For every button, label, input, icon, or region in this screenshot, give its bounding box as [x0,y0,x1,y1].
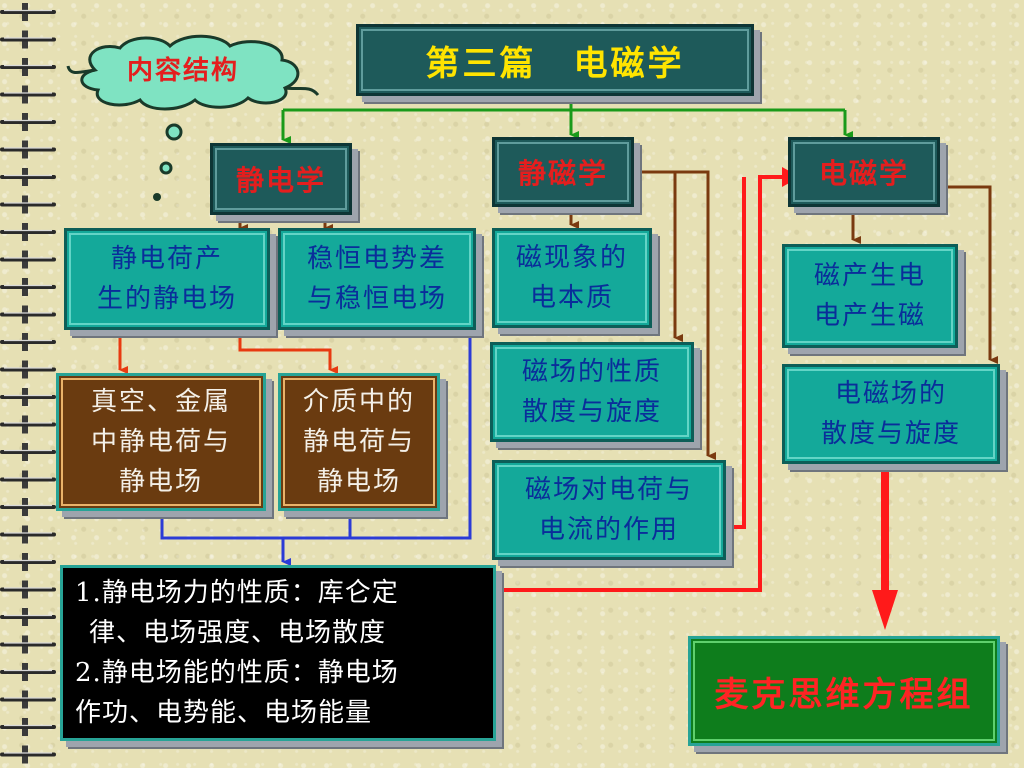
node-dielectric: 介质中的 静电荷与 静电场 [278,373,440,511]
cloud-left-tail [66,65,96,74]
binding-ring [0,305,56,324]
binding-ring [0,140,56,159]
green-branch-lines [281,95,853,144]
bubble-medium [159,161,173,175]
binding-ring [0,168,56,186]
branch-magnetostatics: 静磁学 [492,137,634,207]
node-magnetic-properties: 磁场的性质 散度与旋度 [490,342,694,442]
binding-ring [0,85,56,104]
binding-ring [0,635,56,654]
node-em-field: 电磁场的 散度与旋度 [782,364,1000,464]
maxwell-equations-text: 麦克思维方程组 [714,674,974,715]
binding-ring [0,360,56,379]
red-thin-lines [118,335,338,374]
binding-ring [0,195,56,214]
binding-ring [0,388,56,406]
node-magnetic-essence: 磁现象的 电本质 [492,228,652,328]
binding-ring [0,745,56,764]
binding-ring [0,415,56,434]
binding-ring [0,58,56,76]
binding-ring [0,608,56,626]
node-magnetic-force: 磁场对电荷与 电流的作用 [492,460,726,560]
node-vacuum-metal: 真空、金属 中静电荷与 静电场 [56,373,266,511]
binding-ring [0,113,56,131]
summary-box: 1.静电场力的性质：库仑定 律、电场强度、电场散度 2.静电场能的性质：静电场 … [60,565,496,741]
binding-ring [0,470,56,489]
maxwell-equations-box: 麦克思维方程组 [688,636,1000,746]
binding-ring [0,443,56,461]
title-box: 第三篇 电磁学 [356,24,754,96]
spiral-binding [0,3,56,764]
binding-ring [0,498,56,516]
binding-ring [0,580,56,599]
binding-ring [0,690,56,709]
binding-ring [0,250,56,269]
branch-electrostatics: 静电学 [210,143,352,215]
binding-ring [0,223,56,241]
binding-ring [0,278,56,296]
binding-ring [0,333,56,351]
node-mutual-induction: 磁产生电 电产生磁 [782,244,958,348]
cloud-right-tail [284,86,320,97]
node-steady-potential: 稳恒电势差 与稳恒电场 [278,228,476,330]
arrow-head-to-maxwell [872,590,898,630]
binding-ring [0,553,56,571]
bubble-small [153,193,161,201]
binding-ring [0,663,56,681]
binding-ring [0,718,56,736]
binding-ring [0,30,56,49]
binding-ring [0,3,56,21]
binding-ring [0,525,56,544]
title-text: 第三篇 电磁学 [425,43,685,84]
content-structure-label: 内容结构 [126,56,239,86]
branch-electromagnetism: 电磁学 [788,137,940,207]
bubble-large [165,123,183,141]
node-static-charge-field: 静电荷产 生的静电场 [64,228,270,330]
